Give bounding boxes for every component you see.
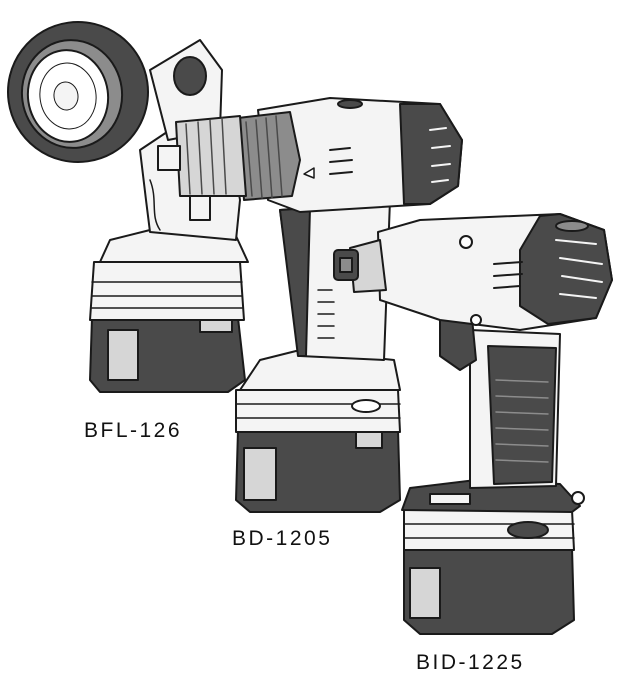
impact-driver-bid-1225 bbox=[333, 213, 613, 635]
flashlight-battery-label bbox=[107, 329, 139, 381]
drill-battery-label bbox=[243, 447, 277, 501]
drill-chuck bbox=[175, 115, 247, 197]
drill-bd-1205 bbox=[157, 97, 463, 513]
impact-handle-grip bbox=[487, 345, 557, 485]
flashlight-bfl-126 bbox=[7, 21, 249, 393]
drill-rear-housing bbox=[399, 103, 463, 205]
flashlight-model-label: BFL-126 bbox=[84, 419, 183, 442]
flashlight-battery-top bbox=[89, 261, 245, 321]
impact-trigger bbox=[439, 317, 477, 371]
impact-battery-label bbox=[409, 567, 441, 619]
drill-handle-grip bbox=[279, 207, 311, 357]
flashlight-hinge-knob bbox=[173, 56, 207, 96]
impact-driver-model-label: BID-1225 bbox=[416, 651, 525, 674]
drill-model-label: BD-1205 bbox=[232, 527, 333, 550]
